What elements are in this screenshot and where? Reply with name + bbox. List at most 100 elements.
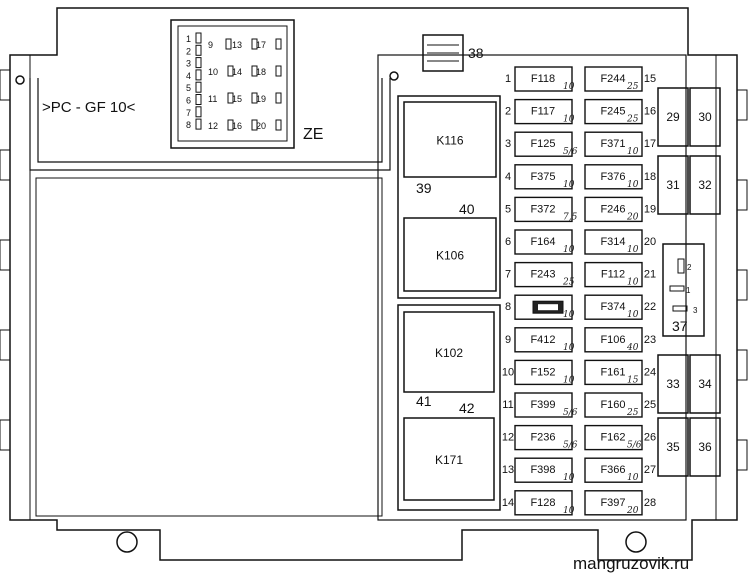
connector-pin-label: 12	[208, 121, 218, 131]
fuse-position-label: 4	[505, 171, 511, 183]
cable-trough	[29, 78, 391, 171]
connector-pin-socket	[275, 92, 282, 104]
relay-k102-label: K102	[435, 346, 463, 360]
fuse-rating: 25	[626, 115, 639, 125]
fuse-position-label: 27	[644, 464, 656, 476]
fuse-name: F125	[530, 138, 555, 150]
fuse-position-label: 2	[505, 106, 511, 118]
connector-label: >PC - GF 10<	[42, 99, 136, 116]
fuse-slot	[514, 98, 573, 125]
connector-pin-socket	[251, 119, 258, 131]
fuse-position-label: 23	[644, 334, 656, 346]
fuse-position-label: 25	[644, 399, 656, 411]
fuse-name: F161	[600, 366, 625, 378]
fuse-position-label: 26	[644, 432, 656, 444]
fuse-position-label: 21	[644, 269, 656, 281]
connector-pin-label: 3	[186, 59, 191, 69]
fuse-name: F374	[600, 301, 625, 313]
fuse-name: F118	[531, 73, 555, 85]
fuse-position-label: 5	[505, 203, 511, 215]
fuse-name: F412	[530, 334, 555, 346]
fuse-rating: 10	[627, 147, 639, 157]
relay-38	[422, 34, 464, 72]
fuse-slot	[584, 457, 643, 483]
diode-block-label: 37	[672, 318, 688, 334]
fuse-slot	[514, 261, 573, 288]
connector-pin-label: 19	[256, 94, 266, 104]
fuse-position-label: 12	[502, 432, 514, 444]
fuse-slot	[514, 392, 573, 418]
connector-housing	[170, 19, 295, 149]
fuse-rating: 10	[563, 506, 575, 516]
fuse-rating: 5/6	[563, 408, 578, 418]
connector-pin-label: 20	[256, 121, 266, 131]
connector-pin-socket	[195, 106, 202, 118]
small-relay-31	[657, 155, 689, 215]
fuse-rating: 10	[563, 375, 575, 385]
connector-pin-socket	[195, 81, 202, 93]
relay-k171	[403, 417, 495, 501]
fuse-slot	[514, 359, 573, 386]
fuse-position-label: 3	[505, 138, 511, 150]
fuse-rating: 10	[563, 82, 575, 92]
connector-pin-socket	[227, 92, 234, 104]
fuse-rating: 20	[626, 506, 639, 516]
connector-pin-socket	[195, 44, 202, 56]
relay-block-upper	[397, 95, 501, 299]
diode-pin-label: 1	[686, 286, 691, 295]
connector-pin-label: 5	[186, 83, 191, 93]
fuse-rating: 10	[627, 278, 639, 288]
fuse-rating: 10	[563, 310, 575, 320]
fuse-rating: 10	[627, 245, 639, 255]
connector-pin-label: 11	[208, 94, 217, 104]
fuse-slot	[584, 424, 643, 451]
connector-pin-socket	[275, 65, 282, 77]
relay-k102	[403, 311, 495, 393]
fuse-position-label: 14	[502, 497, 514, 509]
fuse-slot	[584, 327, 643, 353]
block-39-label: 39	[416, 180, 432, 196]
connector-pin-socket	[195, 57, 202, 69]
fuse-slot	[514, 490, 573, 516]
fuse-slot	[584, 392, 643, 418]
small-relay-30-label: 30	[698, 110, 712, 124]
fuse-position-label: 17	[644, 138, 656, 150]
connector-pin-label: 14	[232, 67, 242, 77]
fuse-rating: 7,5	[563, 212, 578, 222]
small-relay-31-label: 31	[666, 178, 680, 192]
small-relay-35	[657, 417, 689, 477]
fuse-slot	[514, 294, 573, 320]
connector-pin-socket	[275, 119, 282, 131]
connector-pin-socket	[251, 38, 258, 50]
relay-k116-label: K116	[436, 134, 463, 148]
fuse-rating: 25	[626, 408, 639, 418]
connector-pin-label: 16	[232, 121, 242, 131]
fuse-slot	[514, 131, 573, 157]
fuse-slot	[514, 164, 573, 190]
connector-pin-label: 9	[208, 40, 213, 50]
fuse-name: F399	[530, 399, 555, 411]
small-relay-30	[689, 87, 721, 147]
fuse-name: F117	[531, 106, 555, 118]
fuse-slot	[514, 457, 573, 483]
connector-pin-socket	[195, 118, 202, 130]
fuse-position-label: 19	[644, 203, 656, 215]
diode-pin-label: 2	[687, 263, 692, 272]
connector-pin-label: 2	[186, 46, 191, 56]
block-41-label: 41	[416, 393, 432, 409]
fuse-slot	[584, 294, 643, 320]
fuse-name: F398	[530, 464, 555, 476]
fuse-slot	[584, 66, 643, 92]
fuse-rating: 10	[563, 473, 575, 483]
fuse-rating: 10	[563, 180, 575, 190]
connector-pin-socket	[251, 65, 258, 77]
fuse-slot	[514, 424, 573, 451]
fuse-name: F372	[530, 203, 555, 215]
ze-label: ZE	[303, 126, 323, 143]
small-relay-34	[689, 354, 721, 414]
fuse-name: F245	[600, 106, 625, 118]
